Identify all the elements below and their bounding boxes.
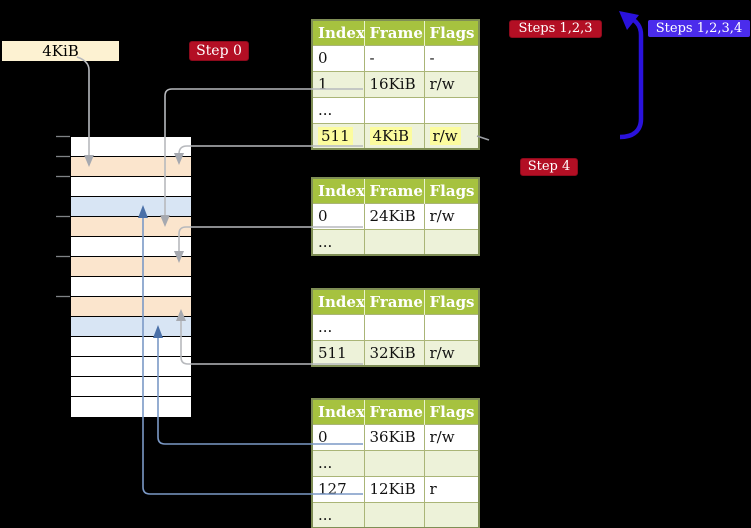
memory-frame-row-white (71, 137, 191, 157)
memory-frame-row-peach (71, 217, 191, 237)
table-cell: - (363, 44, 425, 72)
memory-address-ticks (56, 135, 70, 298)
memory-frame-row-white (71, 337, 191, 357)
table-cell: 0 (311, 202, 365, 230)
badge-steps-1-2-3: Steps 1,2,3 (509, 20, 602, 38)
table-cell: r/w (423, 339, 480, 367)
table-cell: ... (311, 96, 365, 124)
table-cell: r/w (423, 423, 480, 451)
memory-frame-row-peach (71, 157, 191, 177)
memory-frame-row-blue (71, 197, 191, 217)
table-cell: r (423, 475, 480, 503)
table-cell: ... (311, 228, 365, 256)
column-header: Index (312, 20, 365, 45)
table-cell: 4KiB (363, 122, 425, 150)
table-cell (423, 313, 480, 341)
badge-step-4: Step 4 (520, 158, 578, 176)
column-header: Index (312, 399, 365, 424)
table-row: ... (311, 449, 480, 477)
column-header: Flags (423, 178, 479, 203)
table-cell: 24KiB (363, 202, 425, 230)
table-cell: 0 (311, 423, 365, 451)
memory-frame-row-white (71, 277, 191, 297)
column-header: Frame (363, 178, 424, 203)
table-cell: 36KiB (363, 423, 425, 451)
table-cell: 32KiB (363, 339, 425, 367)
column-header: Index (312, 289, 365, 314)
table-cell (363, 449, 425, 477)
memory-frame-row-blue (71, 317, 191, 337)
table-row: ... (311, 96, 480, 124)
table-cell (363, 313, 425, 341)
memory-frame-row-white (71, 377, 191, 397)
memory-frame-row-white (71, 177, 191, 197)
memory-frame-row-white (71, 397, 191, 417)
badge-step-0: Step 0 (189, 41, 249, 61)
physical-memory-column (70, 136, 192, 418)
table-cell: r/w (423, 202, 480, 230)
table-cell (363, 96, 425, 124)
table-row: ... (311, 501, 480, 528)
memory-frame-row-white (71, 237, 191, 257)
page-size-label: 4KiB (2, 41, 119, 61)
column-header: Index (312, 178, 365, 203)
table-cell: 0 (311, 44, 365, 72)
table-cell: 16KiB (363, 70, 425, 98)
table-cell: r/w (423, 122, 480, 150)
table-cell: 511 (311, 122, 365, 150)
steps-loop-arrow (619, 11, 644, 140)
column-header: Frame (363, 399, 424, 424)
table-cell: - (423, 44, 480, 72)
column-header: Flags (423, 289, 479, 314)
table-cell (363, 501, 425, 528)
table-row: 0-- (311, 44, 480, 72)
table-cell: 511 (311, 339, 365, 367)
table-row: ... (311, 313, 480, 341)
table-cell (423, 228, 480, 256)
table-cell: 12KiB (363, 475, 425, 503)
badge-steps-1-2-3-4: Steps 1,2,3,4 (648, 20, 750, 37)
table-cell: 127 (311, 475, 365, 503)
table-cell: ... (311, 313, 365, 341)
column-header: Frame (363, 289, 424, 314)
table-cell: r/w (423, 70, 480, 98)
table-row: ... (311, 228, 480, 256)
column-header: Flags (423, 399, 479, 424)
table-cell (423, 96, 480, 124)
table-cell (423, 449, 480, 477)
memory-frame-row-peach (71, 297, 191, 317)
memory-frame-row-peach (71, 257, 191, 277)
column-header: Frame (363, 20, 424, 45)
table-cell: ... (311, 501, 365, 528)
table-cell: ... (311, 449, 365, 477)
table-cell (423, 501, 480, 528)
table-cell (363, 228, 425, 256)
memory-frame-row-white (71, 357, 191, 377)
column-header: Flags (423, 20, 479, 45)
table-cell: 1 (311, 70, 365, 98)
